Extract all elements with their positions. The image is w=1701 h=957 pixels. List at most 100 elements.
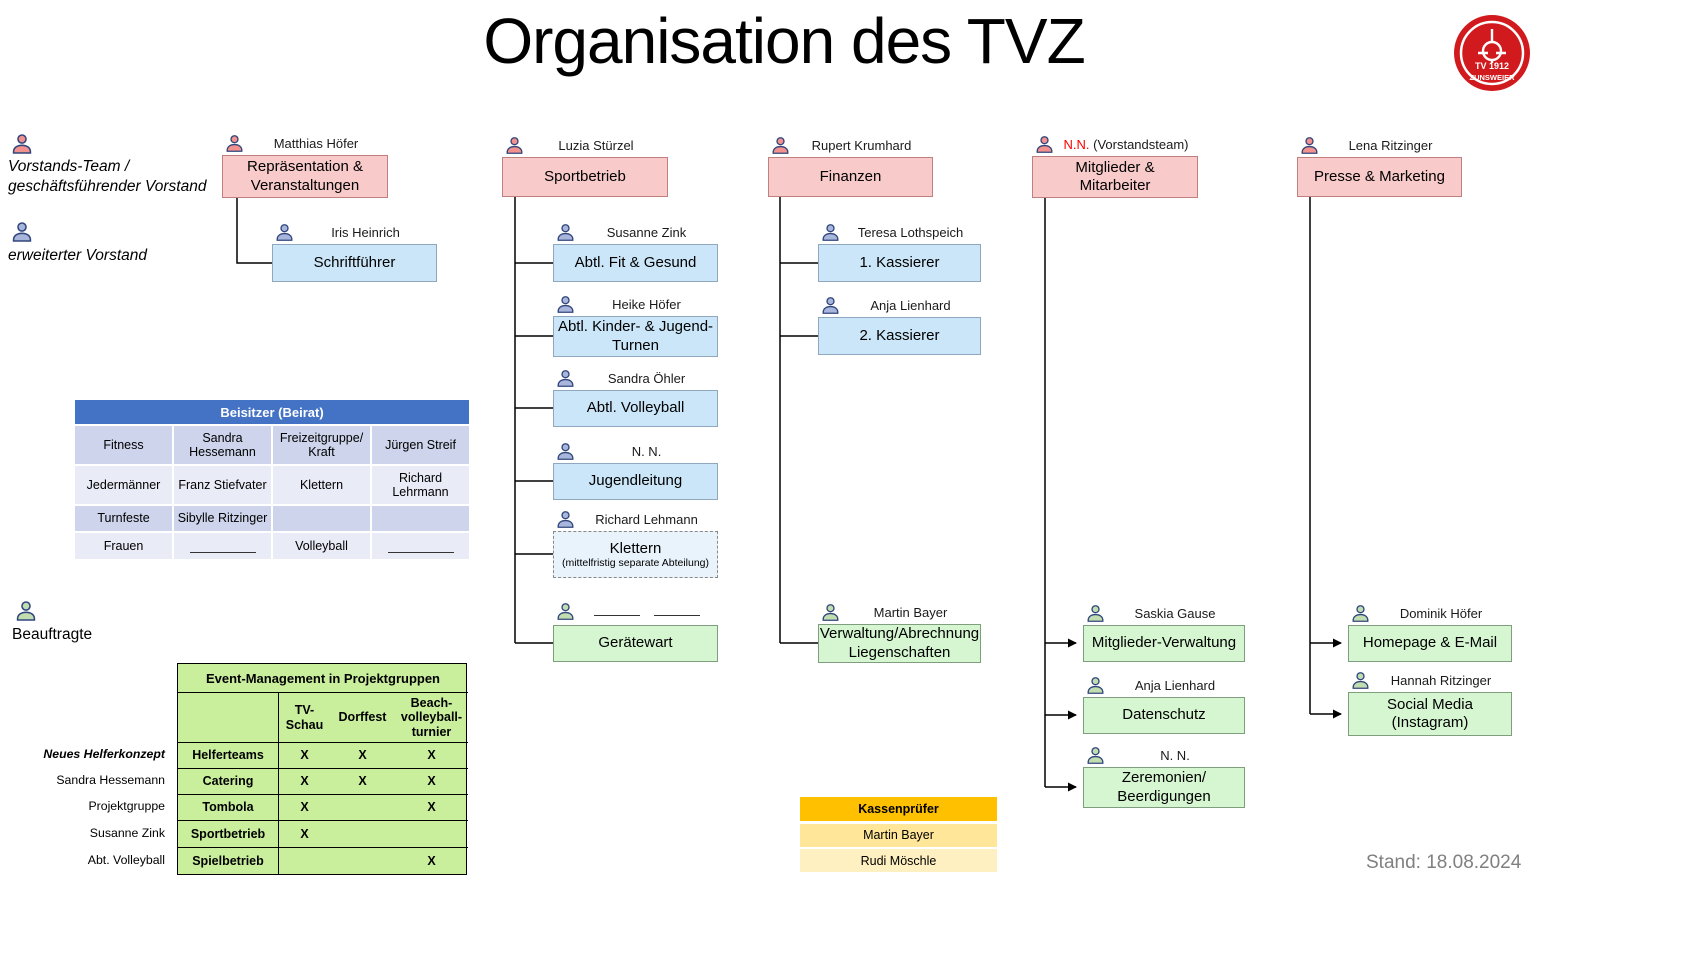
legend-erweitert: erweiterter Vorstand [8,247,147,264]
mark-cell: X [330,768,395,794]
org-box-geraetewart: Gerätewart [553,625,718,662]
org-box-homepage-email: Homepage & E-Mail [1348,625,1512,662]
logo-text-bottom: ZUNSWEIER [1470,73,1516,82]
blank-line [387,540,454,553]
person-row: Rupert Krumhard [768,134,933,156]
table-cell: Martin Bayer [800,823,997,847]
person-icon [556,294,575,315]
blank-line [653,603,700,616]
table-cell: Volleyball [273,533,370,559]
person-name: Luzia Stürzel [558,137,634,153]
row-label: Helferteams [178,742,279,768]
table-cell: Sibylle Ritzinger [174,506,271,531]
person-icon [556,601,575,622]
person-name: Hannah Ritzinger [1390,672,1492,688]
table-cell: Turnfeste [75,506,172,531]
person-icon [556,441,575,462]
mark-cell [330,794,395,820]
table-cell [372,533,469,559]
event-management-table: Event-Management in Projektgruppen TV- S… [177,663,468,875]
table-cell [178,692,279,742]
person-row: Hannah Ritzinger [1348,669,1512,691]
table-cell: Rudi Möschle [800,849,997,872]
beisitzer-table: Beisitzer (Beirat) Fitness Sandra Hessem… [75,400,469,559]
page-title: Organisation des TVZ [483,5,1085,77]
person-row: Luzia Stürzel [502,134,668,156]
mark-cell: X [395,847,468,874]
table-cell [372,506,469,531]
person-row: Heike Höfer [553,293,718,315]
person-icon [821,602,840,623]
table-cell: Jürgen Streif [372,426,469,464]
vorstand-person-icon [11,132,33,156]
person-row: Anja Lienhard [818,294,981,316]
person-icon [1035,134,1054,155]
person-row: Susanne Zink [553,221,718,243]
org-box-zeremonien: Zeremonien/ Beerdigungen [1083,767,1245,808]
person-name: Anja Lienhard [870,297,951,313]
person-row: Saskia Gause [1083,602,1245,624]
org-box-schriftfuehrer: Schriftführer [272,244,437,282]
person-name: Dominik Höfer [1399,605,1483,621]
row-label: Sportbetrieb [178,820,279,847]
mark-cell [279,847,330,874]
event-side-label: Neues Helferkonzept [43,747,165,761]
event-side-label: Abt. Volleyball [87,853,165,867]
org-box-kinder-jugend-turnen: Abtl. Kinder- & Jugend- Turnen [553,316,718,357]
org-box-finanzen: Finanzen [768,157,933,197]
table-cell: Jedermänner [75,466,172,504]
person-icon [1351,603,1370,624]
person-icon [1086,745,1105,766]
person-name: Teresa Lothspeich [857,224,964,240]
person-row: N. N. [553,440,718,462]
column-header: Beach- volleyball- turnier [395,692,468,742]
person-row: Martin Bayer [818,601,981,623]
mark-cell: X [395,768,468,794]
person-icon [1086,603,1105,624]
org-box-klettern: Klettern (mittelfristig separate Abteilu… [553,531,718,578]
org-box-mitglieder-mitarbeiter: Mitglieder & Mitarbeiter [1032,156,1198,198]
row-label: Tombola [178,794,279,820]
org-box-mitglieder-verwaltung: Mitglieder-Verwaltung [1083,625,1245,662]
person-icon [1351,670,1370,691]
org-box-sportbetrieb: Sportbetrieb [502,157,668,197]
person-row: Anja Lienhard [1083,674,1245,696]
table-cell: Freizeitgruppe/ Kraft [273,426,370,464]
beisitzer-header: Beisitzer (Beirat) [75,400,469,424]
person-icon [225,133,244,154]
person-row: Teresa Lothspeich [818,221,981,243]
event-side-label: Sandra Hessemann [56,773,165,787]
person-icon [505,135,524,156]
person-icon [821,222,840,243]
event-table-title: Event-Management in Projektgruppen [205,670,441,686]
person-icon [1086,675,1105,696]
table-cell [174,533,271,559]
mark-cell: X [279,742,330,768]
beauftragte-person-icon [15,599,37,623]
mark-cell: X [395,742,468,768]
org-box-repraesentation: Repräsentation & Veranstaltungen [222,155,388,198]
person-icon [821,295,840,316]
kassenpruefer-header: Kassenprüfer [800,797,997,821]
person-name: Susanne Zink [606,224,687,240]
person-name: Saskia Gause [1134,605,1216,621]
person-row: Iris Heinrich [272,221,437,243]
person-row: Matthias Höfer [222,132,388,154]
table-cell: Franz Stiefvater [174,466,271,504]
org-box-social-media: Social Media (Instagram) [1348,692,1512,736]
org-box-volleyball: Abtl. Volleyball [553,390,718,427]
org-box-presse-marketing: Presse & Marketing [1297,157,1462,197]
person-row [553,600,718,622]
mark-cell [395,820,468,847]
mark-cell [330,820,395,847]
legend-vorstand: Vorstands-Team / geschäftsführender Vors… [8,158,207,196]
person-icon [275,222,294,243]
table-cell [273,506,370,531]
blank-line [189,540,256,553]
event-side-label: Projektgruppe [88,799,165,813]
org-box-datenschutz: Datenschutz [1083,697,1245,734]
mark-cell: X [395,794,468,820]
person-icon [556,222,575,243]
person-name: Lena Ritzinger [1348,137,1433,153]
status-date: Stand: 18.08.2024 [1366,852,1522,873]
